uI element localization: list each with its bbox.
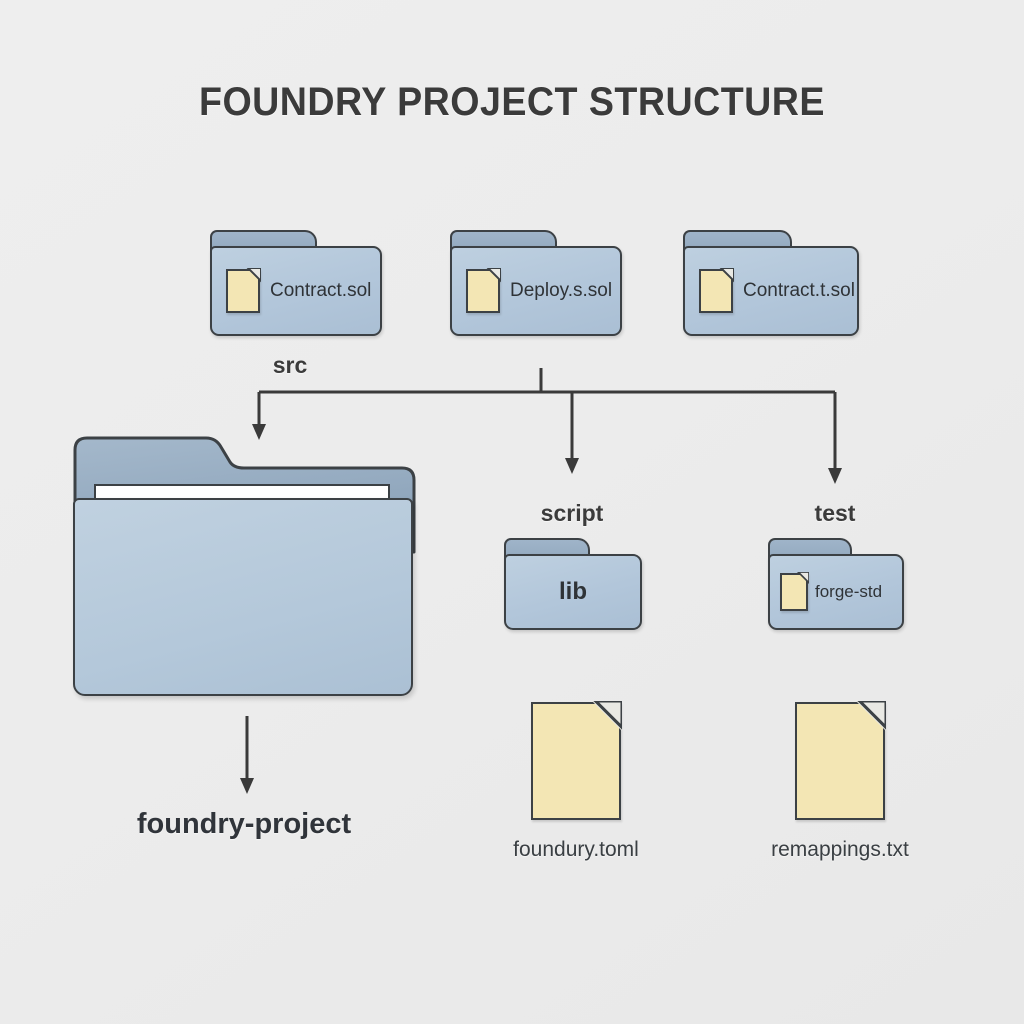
arrowhead-script: [565, 458, 579, 474]
folder-body: Contract.sol: [210, 246, 382, 336]
file-icon: [531, 701, 622, 820]
folder-body: forge-std: [768, 554, 904, 630]
file-icon: [226, 268, 261, 313]
group-label-test: test: [814, 500, 856, 526]
arrowhead-root-caption: [240, 778, 254, 794]
folder-script-deploy[interactable]: Deploy.s.sol: [450, 230, 622, 336]
folder-file-label: Contract.t.sol: [743, 280, 855, 301]
file-fold-line: [593, 701, 622, 730]
folder-body: Contract.t.sol: [683, 246, 859, 336]
folder-body: lib: [504, 554, 642, 630]
file-icon: [780, 572, 809, 611]
file-node-foundry-toml[interactable]: foundury.toml: [476, 701, 676, 862]
arrowhead-test: [828, 468, 842, 484]
group-label-src: src: [272, 352, 308, 378]
file-icon: [699, 268, 734, 313]
folder-lib-label: lib: [559, 578, 587, 605]
file-fold-line: [719, 268, 734, 283]
page-title: FOUNDRY PROJECT STRUCTURE: [199, 80, 825, 124]
file-fold-line: [246, 268, 261, 283]
folder-file-label: Contract.sol: [270, 280, 372, 301]
file-node-remappings-txt[interactable]: remappings.txt: [740, 701, 940, 862]
file-icon: [466, 268, 501, 313]
folder-lib[interactable]: lib: [504, 538, 642, 630]
file-fold-line: [796, 572, 809, 585]
group-label-script: script: [540, 500, 604, 526]
folder-forge-std[interactable]: forge-std: [768, 538, 904, 630]
file-fold-line: [857, 701, 886, 730]
folder-foundry-project-root[interactable]: [72, 432, 417, 697]
file-icon: [795, 701, 886, 820]
folder-src-contract[interactable]: Contract.sol: [210, 230, 382, 336]
folder-test-contract[interactable]: Contract.t.sol: [683, 230, 859, 336]
folder-front-panel: [73, 498, 413, 696]
file-caption: foundury.toml: [513, 838, 639, 861]
root-folder-caption: foundry-project: [136, 808, 352, 840]
file-caption: remappings.txt: [771, 838, 909, 861]
folder-forge-std-label: forge-std: [815, 582, 883, 601]
file-fold-line: [486, 268, 501, 283]
folder-body: Deploy.s.sol: [450, 246, 622, 336]
folder-file-label: Deploy.s.sol: [510, 280, 613, 301]
